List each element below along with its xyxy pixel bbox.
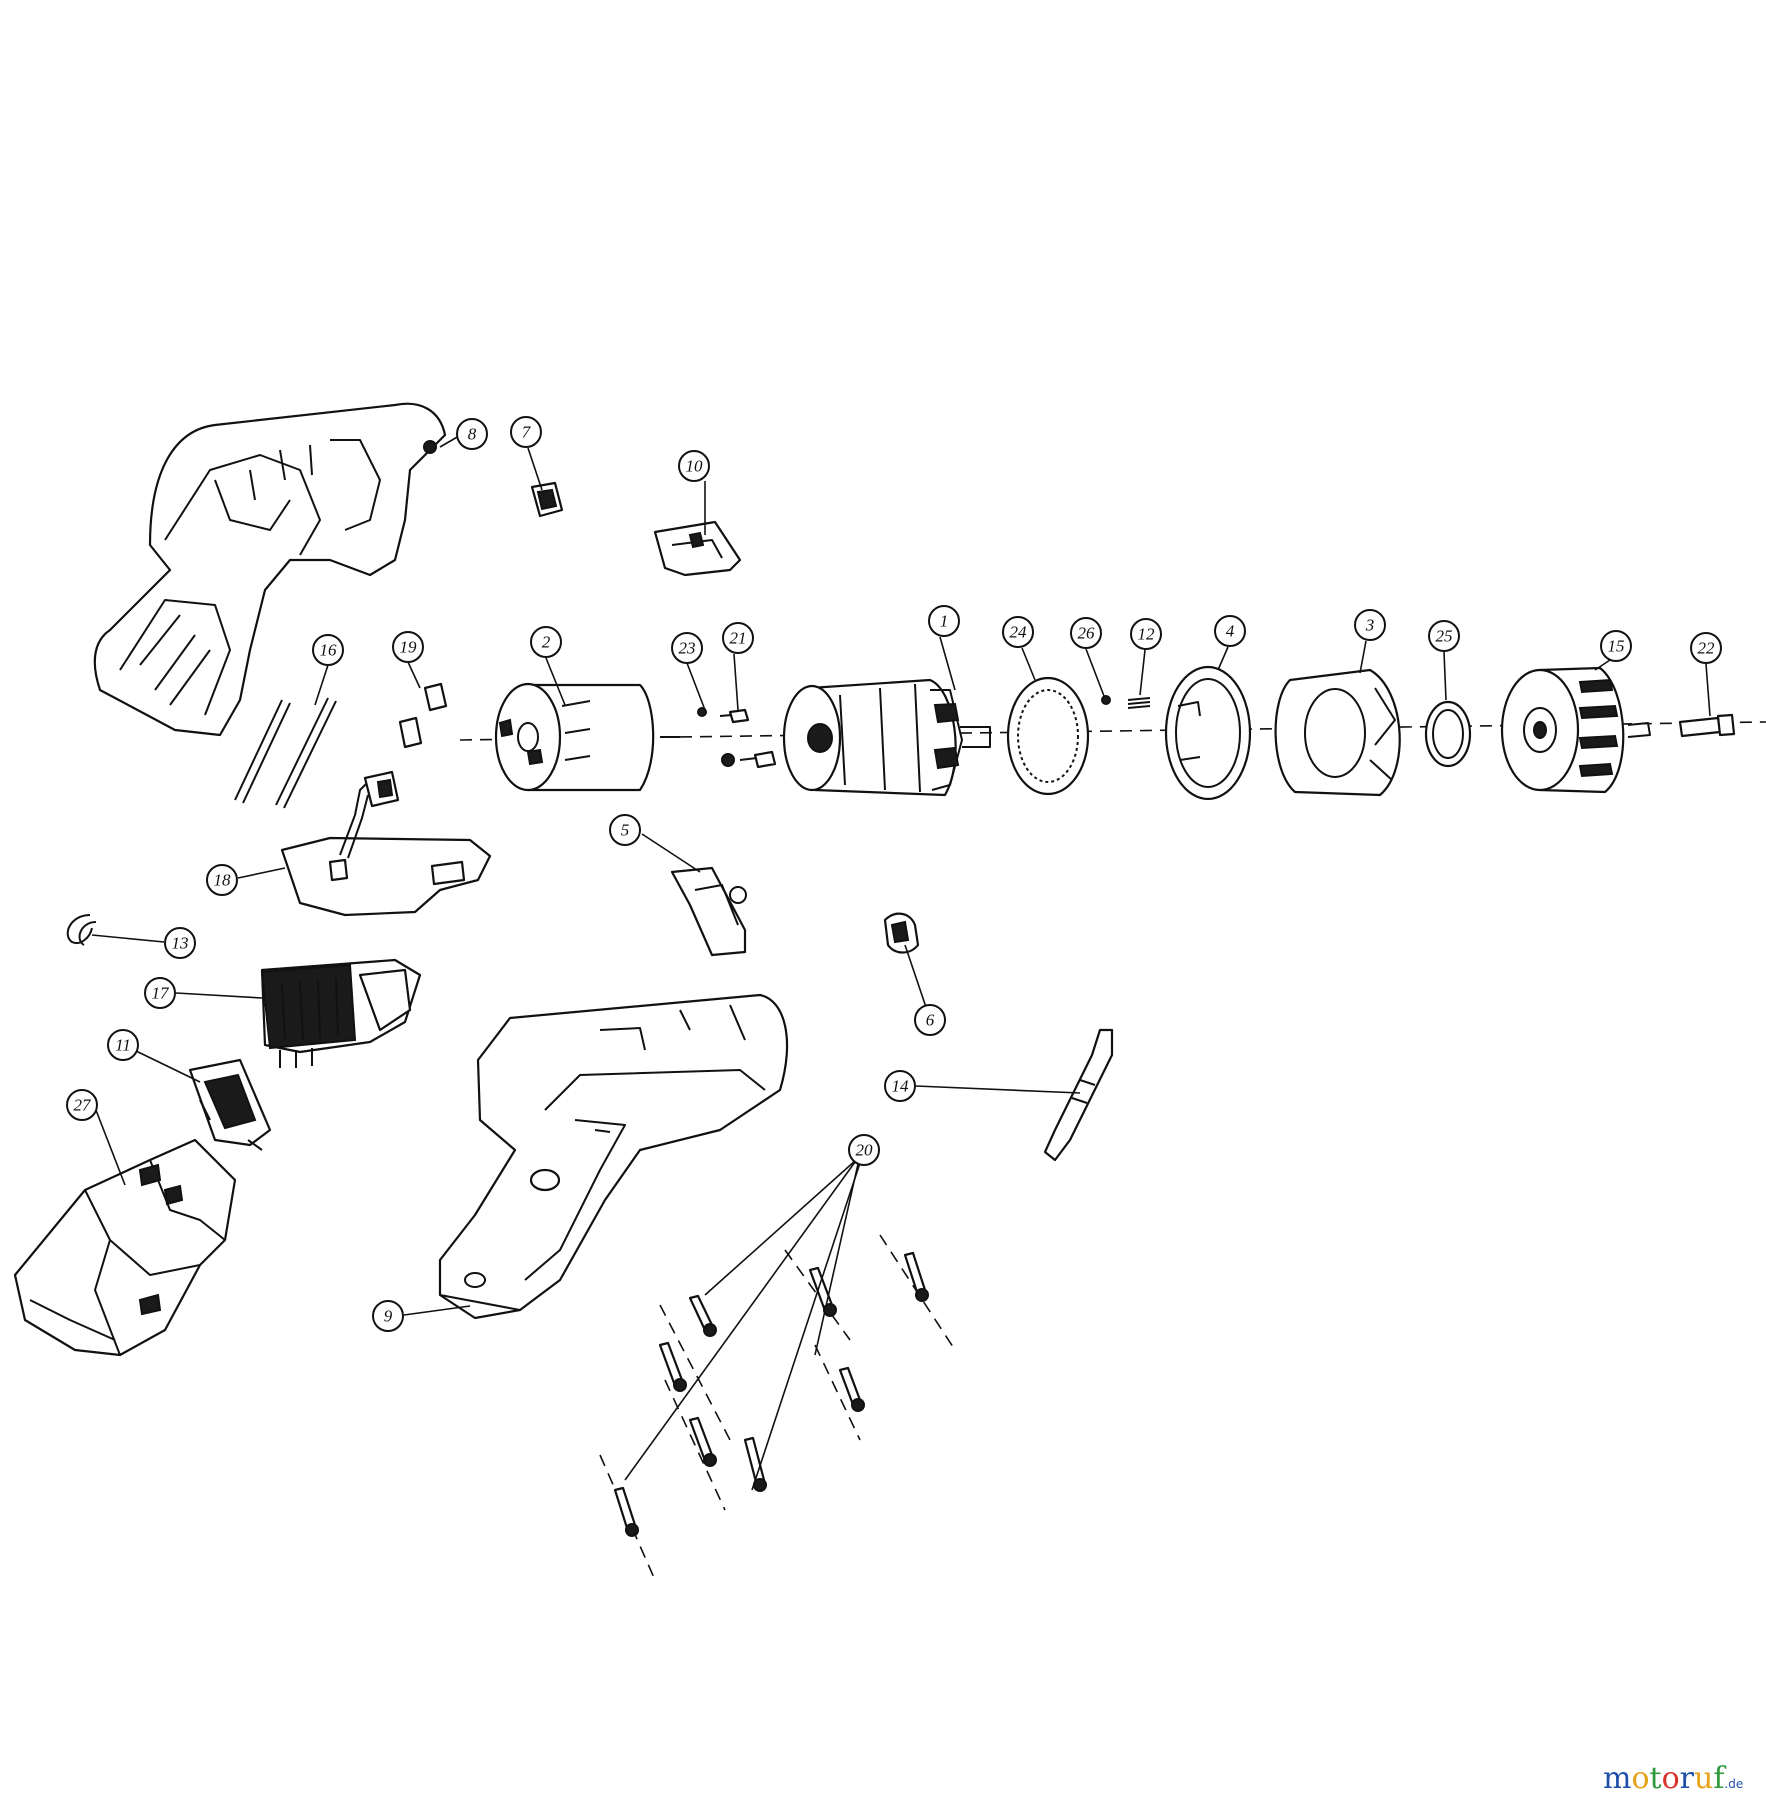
svg-text:6: 6 <box>926 1011 935 1030</box>
svg-text:4: 4 <box>1226 622 1235 641</box>
callout-24: 24 <box>1002 616 1034 648</box>
wm-letter-2: o <box>1631 1761 1649 1796</box>
part-26-ball <box>1101 695 1111 705</box>
svg-text:motoruf.de: motoruf.de <box>1603 1761 1743 1796</box>
part-2-motor <box>494 682 680 792</box>
svg-text:26: 26 <box>1078 624 1096 643</box>
callout-4: 4 <box>1214 615 1246 647</box>
callout-14: 14 <box>884 1070 916 1102</box>
wm-letter-1: m <box>1603 1761 1631 1796</box>
part-10-bracket <box>653 520 742 577</box>
callout-11: 11 <box>107 1029 139 1061</box>
svg-text:16: 16 <box>320 641 338 660</box>
wm-letter-6: u <box>1694 1761 1713 1796</box>
callout-16: 16 <box>312 634 344 666</box>
leader-lines <box>91 435 1711 1491</box>
part-22-chuck-screw <box>1678 713 1736 738</box>
callout-8: 8 <box>456 418 488 450</box>
callout-13: 13 <box>164 927 196 959</box>
part-12-spring <box>1127 697 1151 709</box>
svg-text:24: 24 <box>1010 623 1028 642</box>
part-11-battery-terminal <box>188 1058 272 1151</box>
callout-5: 5 <box>609 814 641 846</box>
part-17-switch <box>260 958 422 1068</box>
callout-19: 19 <box>392 631 424 663</box>
callout-12: 12 <box>1130 618 1162 650</box>
svg-text:8: 8 <box>468 425 477 444</box>
callout-25: 25 <box>1428 620 1460 652</box>
callout-15: 15 <box>1600 630 1632 662</box>
wm-letter-5: r <box>1680 1761 1695 1796</box>
part-13-spring-clip <box>66 914 97 946</box>
part-23-washers <box>697 707 735 767</box>
svg-text:5: 5 <box>621 821 630 840</box>
svg-text:19: 19 <box>400 638 418 657</box>
part-9-housing-right-half <box>438 993 789 1320</box>
callout-18: 18 <box>206 864 238 896</box>
svg-text:12: 12 <box>1138 625 1156 644</box>
housing-left-half <box>93 402 447 737</box>
svg-text:17: 17 <box>152 984 171 1003</box>
svg-text:9: 9 <box>384 1307 393 1326</box>
svg-text:10: 10 <box>686 457 704 476</box>
svg-text:21: 21 <box>730 629 747 648</box>
callout-23: 23 <box>671 632 703 664</box>
callout-20: 20 <box>848 1134 880 1166</box>
callout-1: 1 <box>928 605 960 637</box>
part-14-screwdriver-bit <box>1043 1028 1114 1162</box>
svg-text:27: 27 <box>74 1096 93 1115</box>
part-4-adjustment-ring <box>1164 665 1252 801</box>
wm-letter-4: o <box>1662 1761 1680 1796</box>
wm-tld: .de <box>1724 1777 1743 1791</box>
callout-26: 26 <box>1070 617 1102 649</box>
part-3-clutch-cover <box>1274 668 1401 797</box>
svg-text:7: 7 <box>522 423 532 442</box>
part-24-clutch-ring <box>1006 676 1090 796</box>
part-21-screws <box>719 708 777 769</box>
wm-letter-3: t <box>1650 1761 1662 1796</box>
part-20-screws <box>599 1234 956 1581</box>
callout-9: 9 <box>372 1300 404 1332</box>
svg-text:22: 22 <box>1698 639 1716 658</box>
part-1-gearbox <box>782 678 991 797</box>
svg-text:2: 2 <box>542 633 551 652</box>
part-15-chuck <box>1500 666 1651 794</box>
svg-text:25: 25 <box>1436 627 1453 646</box>
callout-7: 7 <box>510 416 542 448</box>
part-18-circuit-board <box>280 770 492 917</box>
svg-text:14: 14 <box>892 1077 910 1096</box>
callout-21: 21 <box>722 622 754 654</box>
callout-3: 3 <box>1354 609 1386 641</box>
callout-27: 27 <box>66 1089 98 1121</box>
part-25-retaining-ring <box>1424 700 1472 768</box>
svg-text:1: 1 <box>940 612 949 631</box>
part-7-switch-slider <box>530 481 564 518</box>
svg-text:13: 13 <box>172 934 189 953</box>
part-6-cap <box>883 912 920 954</box>
svg-text:11: 11 <box>115 1036 131 1055</box>
callout-17: 17 <box>144 977 176 1009</box>
svg-text:20: 20 <box>856 1141 874 1160</box>
part-5-clip <box>670 866 747 957</box>
callout-22: 22 <box>1690 632 1722 664</box>
part-19-spacers <box>398 682 448 749</box>
svg-text:18: 18 <box>214 871 232 890</box>
callout-6: 6 <box>914 1004 946 1036</box>
part-27-battery-pack <box>13 1138 237 1357</box>
svg-text:15: 15 <box>1608 637 1625 656</box>
wm-letter-7: f <box>1713 1761 1726 1796</box>
svg-text:23: 23 <box>679 639 696 658</box>
svg-text:3: 3 <box>1365 616 1375 635</box>
callout-2: 2 <box>530 626 562 658</box>
part-16-pins <box>234 697 337 809</box>
watermark-logo: motoruf.de <box>1603 1761 1743 1796</box>
callout-10: 10 <box>678 450 710 482</box>
